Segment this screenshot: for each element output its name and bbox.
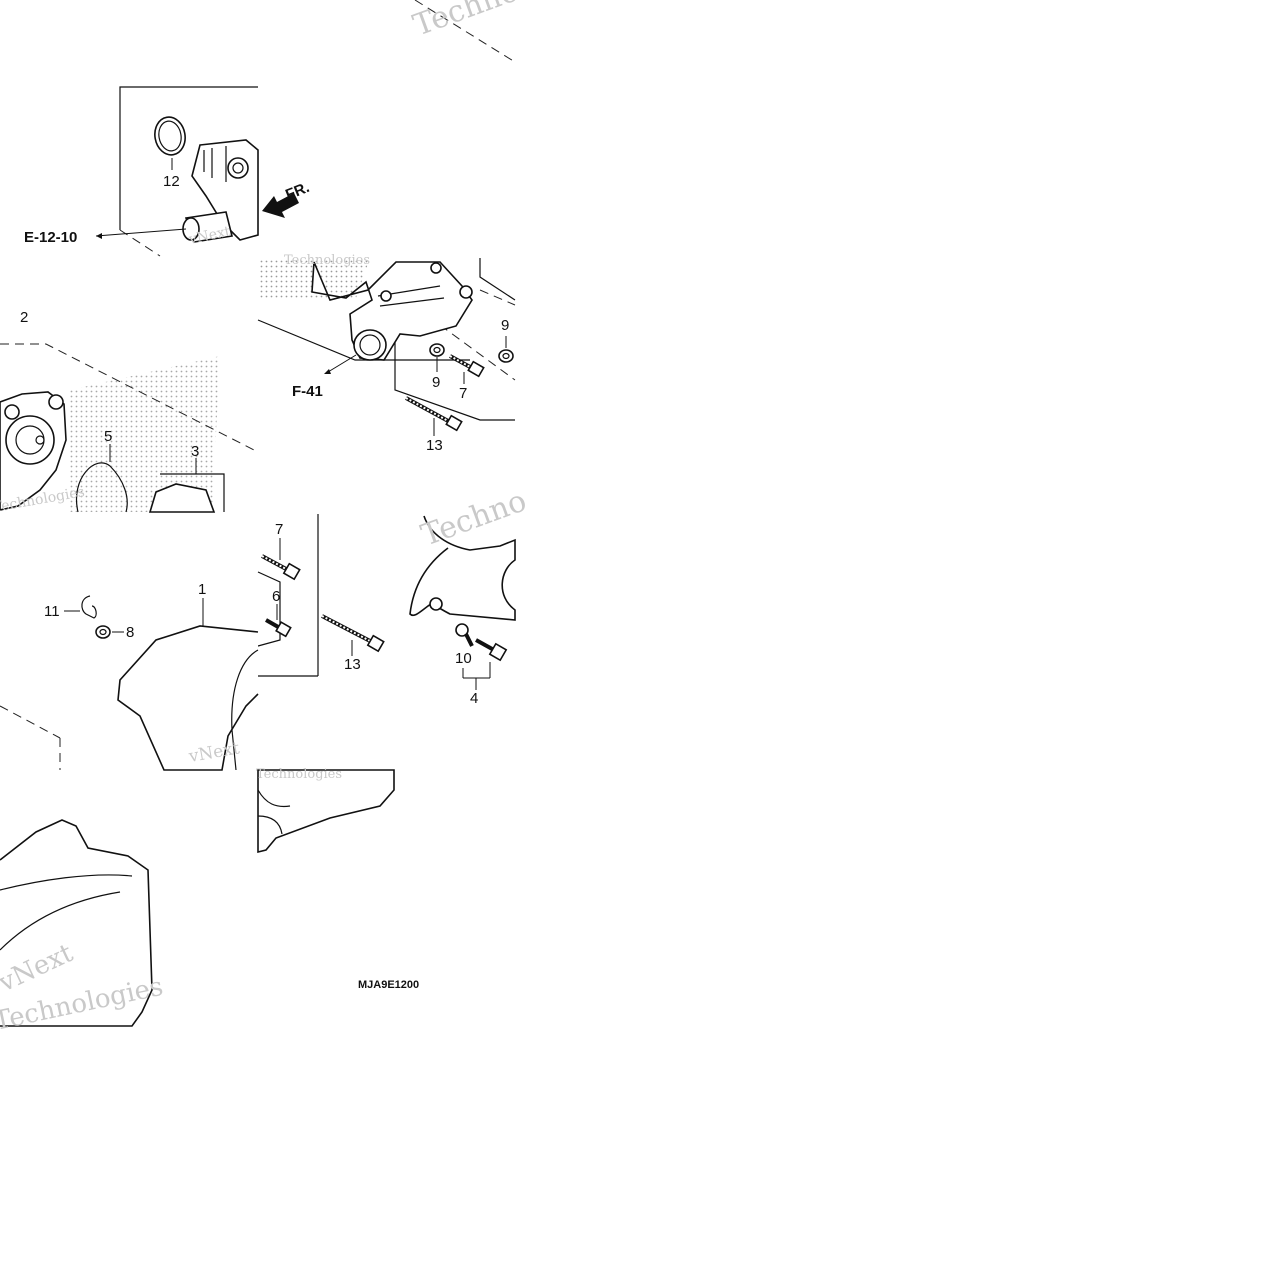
watermark-text-outlet: Technologies — [284, 253, 370, 268]
label-8: 8 — [126, 624, 134, 641]
ref-f-41[interactable]: F-41 — [292, 383, 323, 400]
tile-pump — [0, 343, 259, 513]
front-mark-label: FR. — [283, 179, 312, 204]
bolt-13-top[interactable] — [405, 396, 463, 432]
label-13-top: 13 — [426, 437, 443, 454]
label-13-mid: 13 — [344, 656, 361, 673]
label-3: 3 — [191, 443, 199, 460]
guard-plate[interactable] — [409, 515, 516, 621]
tile-guard — [409, 515, 516, 690]
label-10: 10 — [455, 650, 472, 667]
tile-cover — [0, 514, 385, 771]
label-4: 5 — [104, 428, 112, 445]
tile-outlet — [257, 0, 516, 436]
label-7-top: 7 — [459, 385, 467, 402]
label-7-mid: 7 — [275, 521, 283, 538]
bolt-7-top[interactable] — [449, 354, 485, 378]
label-1: 1 — [198, 581, 206, 598]
washer-9-a[interactable] — [429, 343, 445, 357]
water-pump[interactable] — [0, 391, 67, 511]
water-outlet[interactable] — [311, 261, 473, 361]
front-arrow-icon — [262, 193, 299, 218]
thermostat-housing[interactable] — [182, 139, 259, 243]
watermark-text-top: Techno — [409, 0, 523, 44]
pump-cover-3[interactable] — [148, 483, 216, 513]
label-12: 12 — [163, 173, 180, 190]
label-2: 2 — [20, 309, 28, 326]
label-11: 11 — [44, 603, 60, 620]
lower-cover-left[interactable] — [0, 819, 153, 1027]
bolt-6[interactable] — [475, 638, 508, 662]
tile-lower-cover — [0, 769, 395, 1027]
washer-8[interactable] — [95, 625, 111, 639]
drawing-code: MJA9E1200 — [358, 979, 419, 991]
side-cover-1[interactable] — [117, 625, 259, 771]
ref-e-12-10[interactable]: E-12-10 — [24, 229, 77, 246]
watermark-text-cover-2: Technologies — [256, 767, 342, 782]
label-9-b: 9 — [501, 317, 509, 334]
gasket-4[interactable] — [75, 462, 128, 513]
label-5: 6 — [272, 588, 280, 605]
part-labels: 12 9 9 7 13 2 5 3 7 6 1 11 8 13 10 4 — [20, 173, 509, 707]
label-9-a: 9 — [432, 374, 440, 391]
lower-cover-right[interactable] — [257, 769, 395, 854]
reference-labels: E-12-10 F-41 FR. MJA9E1200 — [24, 179, 419, 991]
washer-9-b[interactable] — [498, 349, 514, 363]
label-6: 4 — [470, 690, 478, 707]
clip-11[interactable] — [81, 595, 97, 619]
bolt-5[interactable] — [265, 618, 292, 638]
tile-thermostat — [95, 86, 299, 257]
bolt-7-mid[interactable] — [261, 554, 301, 581]
bolt-10[interactable] — [455, 623, 474, 647]
bolt-13-mid[interactable] — [321, 614, 385, 653]
